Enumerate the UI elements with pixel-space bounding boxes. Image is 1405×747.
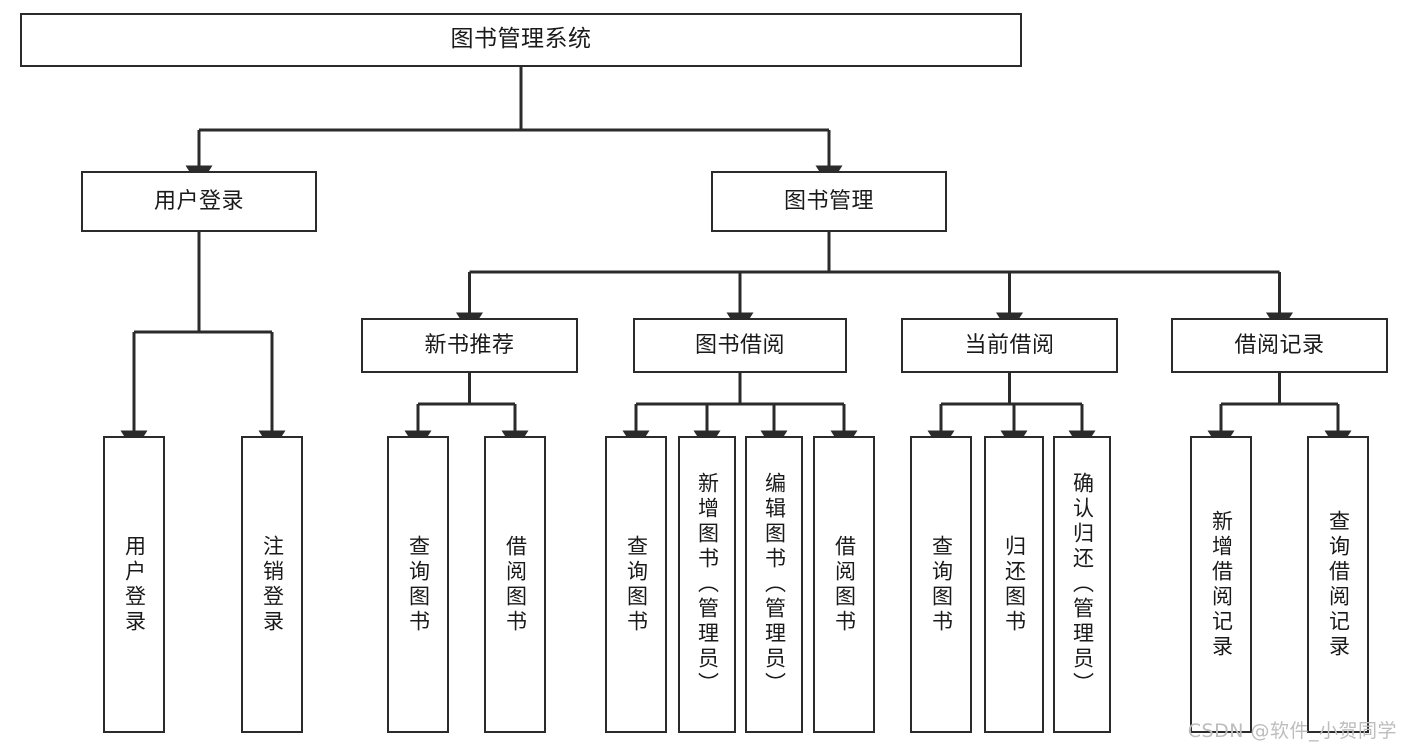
node-label: 确认归还（管理员） [1070,472,1095,697]
node-label: 新增借阅记录 [1209,509,1234,660]
node-label: 注销登录 [260,534,285,635]
node-leaf-leaf-borrow-book-1[interactable]: 借阅图书 [484,436,546,733]
node-leaf-leaf-user-login[interactable]: 用户登录 [103,436,165,733]
node-label: 归还图书 [1002,534,1027,635]
node-new-book-recommend[interactable]: 新书推荐 [361,318,578,373]
node-leaf-leaf-query-book-2[interactable]: 查询图书 [605,436,667,733]
node-label: 新增图书（管理员） [695,472,720,697]
node-book-manage[interactable]: 图书管理 [711,171,947,232]
node-label: 借阅图书 [832,534,857,635]
node-borrow-record[interactable]: 借阅记录 [1171,318,1388,373]
node-label: 用户登录 [153,188,244,214]
node-label: 图书管理 [783,188,874,214]
node-label: 图书借阅 [694,332,785,358]
node-label: 编辑图书（管理员） [762,472,787,697]
node-label: 新书推荐 [424,332,515,358]
node-leaf-leaf-add-book[interactable]: 新增图书（管理员） [678,436,736,733]
edge-layer [120,67,1352,452]
node-label: 查询图书 [624,534,649,635]
node-leaf-leaf-edit-book[interactable]: 编辑图书（管理员） [745,436,803,733]
node-leaf-leaf-return-book[interactable]: 归还图书 [984,436,1044,733]
node-label: 图书管理系统 [450,26,592,53]
node-label: 查询借阅记录 [1326,509,1351,660]
node-label: 当前借阅 [964,332,1055,358]
node-label: 借阅记录 [1234,332,1325,358]
node-label: 借阅图书 [503,534,528,635]
node-leaf-leaf-confirm-return[interactable]: 确认归还（管理员） [1053,436,1111,733]
node-leaf-leaf-query-borrow-record[interactable]: 查询借阅记录 [1307,436,1369,733]
node-leaf-leaf-query-book-3[interactable]: 查询图书 [910,436,972,733]
node-label: 查询图书 [406,534,431,635]
node-current-borrow[interactable]: 当前借阅 [901,318,1118,373]
node-leaf-leaf-borrow-book-2[interactable]: 借阅图书 [813,436,875,733]
node-leaf-leaf-query-book-1[interactable]: 查询图书 [387,436,449,733]
node-user-login[interactable]: 用户登录 [81,171,317,232]
node-leaf-leaf-user-logout[interactable]: 注销登录 [241,436,303,733]
node-label: 用户登录 [122,534,147,635]
node-root-root[interactable]: 图书管理系统 [20,13,1022,67]
node-leaf-leaf-add-borrow-record[interactable]: 新增借阅记录 [1190,436,1252,733]
node-label: 查询图书 [929,534,954,635]
node-book-borrow[interactable]: 图书借阅 [633,318,847,373]
